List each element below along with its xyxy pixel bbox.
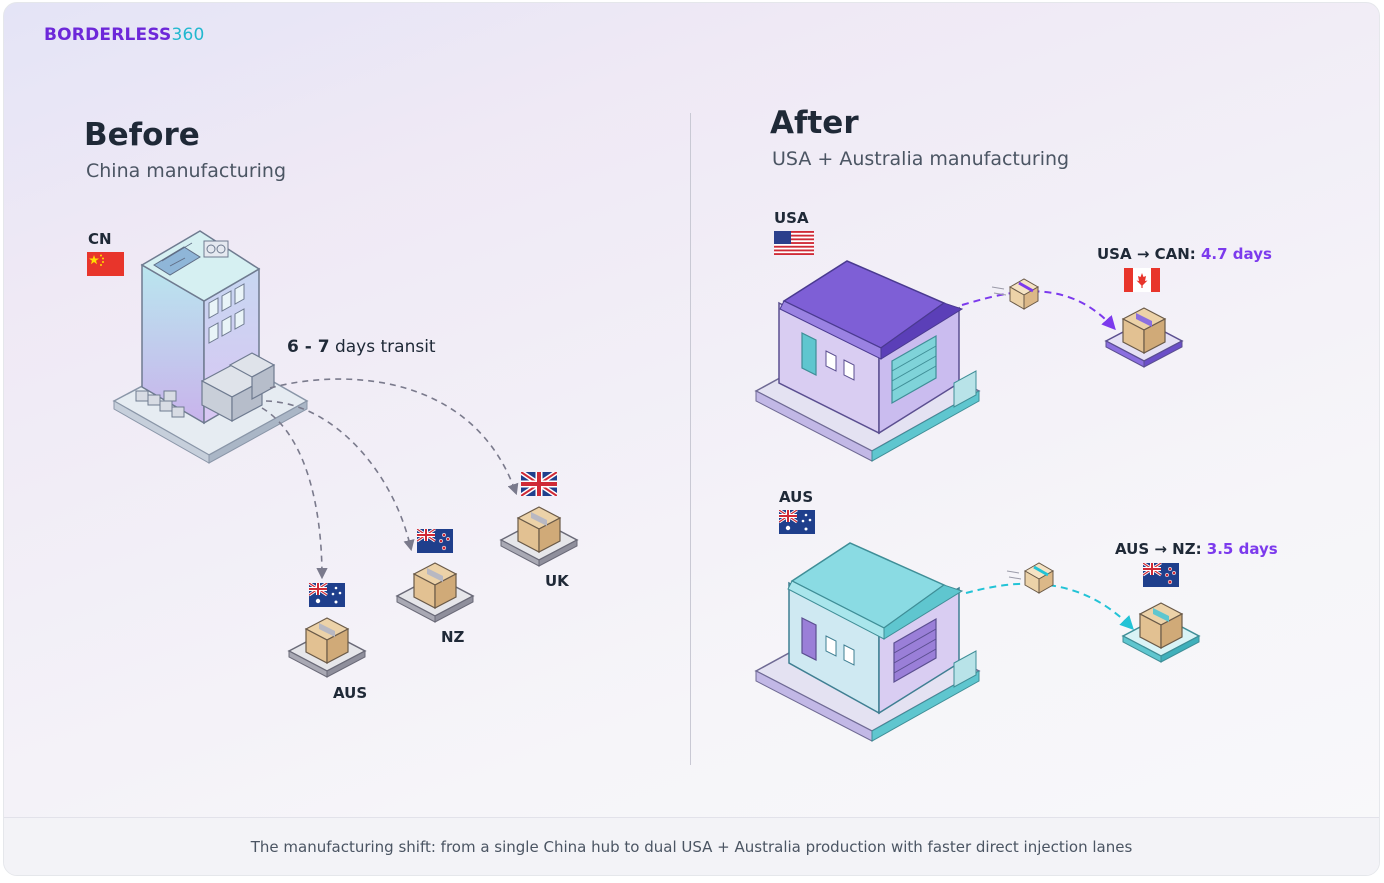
- cn-label: CN: [88, 230, 112, 248]
- aus-hub-flag-icon: [779, 510, 815, 534]
- transit-days: 6 - 7: [287, 337, 330, 357]
- usa-can-prefix: USA → CAN:: [1097, 245, 1201, 263]
- brand-logo-part2: 360: [171, 25, 205, 45]
- illustration-layer: [112, 230, 1201, 742]
- after-title: After: [770, 105, 859, 141]
- section-divider: [690, 113, 691, 765]
- china-routes: [261, 378, 519, 580]
- usa-flag-icon: [774, 231, 814, 255]
- before-subtitle: China manufacturing: [86, 160, 287, 182]
- flying-parcel-icon: [991, 278, 1040, 310]
- infographic-card: BORDERLESS360: [3, 2, 1380, 876]
- aus-hub-label: AUS: [779, 488, 814, 506]
- transit-label: 6 - 7 days transit: [287, 337, 436, 357]
- aus-nz-lane-label: AUS → NZ: 3.5 days: [1115, 540, 1278, 558]
- before-title: Before: [84, 117, 200, 153]
- uk-flag-icon: [521, 472, 557, 496]
- usa-warehouse-illustration: [754, 260, 981, 462]
- cn-flag-icon: [87, 252, 124, 276]
- aus-nz-lane: [965, 562, 1134, 631]
- usa-can-lane: [961, 278, 1116, 331]
- aus-nz-prefix: AUS → NZ:: [1115, 540, 1207, 558]
- usa-label: USA: [774, 209, 809, 227]
- china-factory-illustration: [112, 230, 309, 464]
- aus-nz-days: 3.5 days: [1206, 540, 1278, 558]
- brand-logo-part1: BORDERLESS: [44, 25, 172, 45]
- uk-parcel-icon: [499, 506, 579, 567]
- brand-logo: BORDERLESS360: [44, 25, 205, 45]
- uk-label: UK: [545, 572, 569, 590]
- caption-text: The manufacturing shift: from a single C…: [250, 837, 1133, 856]
- nz-flag-icon: [417, 529, 453, 553]
- after-subtitle: USA + Australia manufacturing: [772, 148, 1070, 170]
- aus-warehouse-illustration: [754, 542, 981, 742]
- flying-parcel-icon: [1006, 562, 1055, 594]
- nz-dest-flag-icon: [1143, 563, 1179, 587]
- can-parcel-icon: [1104, 307, 1184, 368]
- transit-text: days transit: [329, 337, 436, 357]
- usa-can-days: 4.7 days: [1201, 245, 1272, 263]
- nz-label: NZ: [441, 628, 465, 646]
- can-flag-icon: [1124, 268, 1160, 292]
- aus-parcel-icon: [287, 617, 367, 678]
- caption-footer: The manufacturing shift: from a single C…: [4, 817, 1379, 875]
- nz-teal-parcel-icon: [1121, 602, 1201, 663]
- aus-dest-label: AUS: [333, 684, 368, 702]
- aus-flag-icon: [309, 583, 345, 607]
- nz-parcel-icon: [395, 562, 475, 623]
- usa-can-lane-label: USA → CAN: 4.7 days: [1097, 245, 1272, 263]
